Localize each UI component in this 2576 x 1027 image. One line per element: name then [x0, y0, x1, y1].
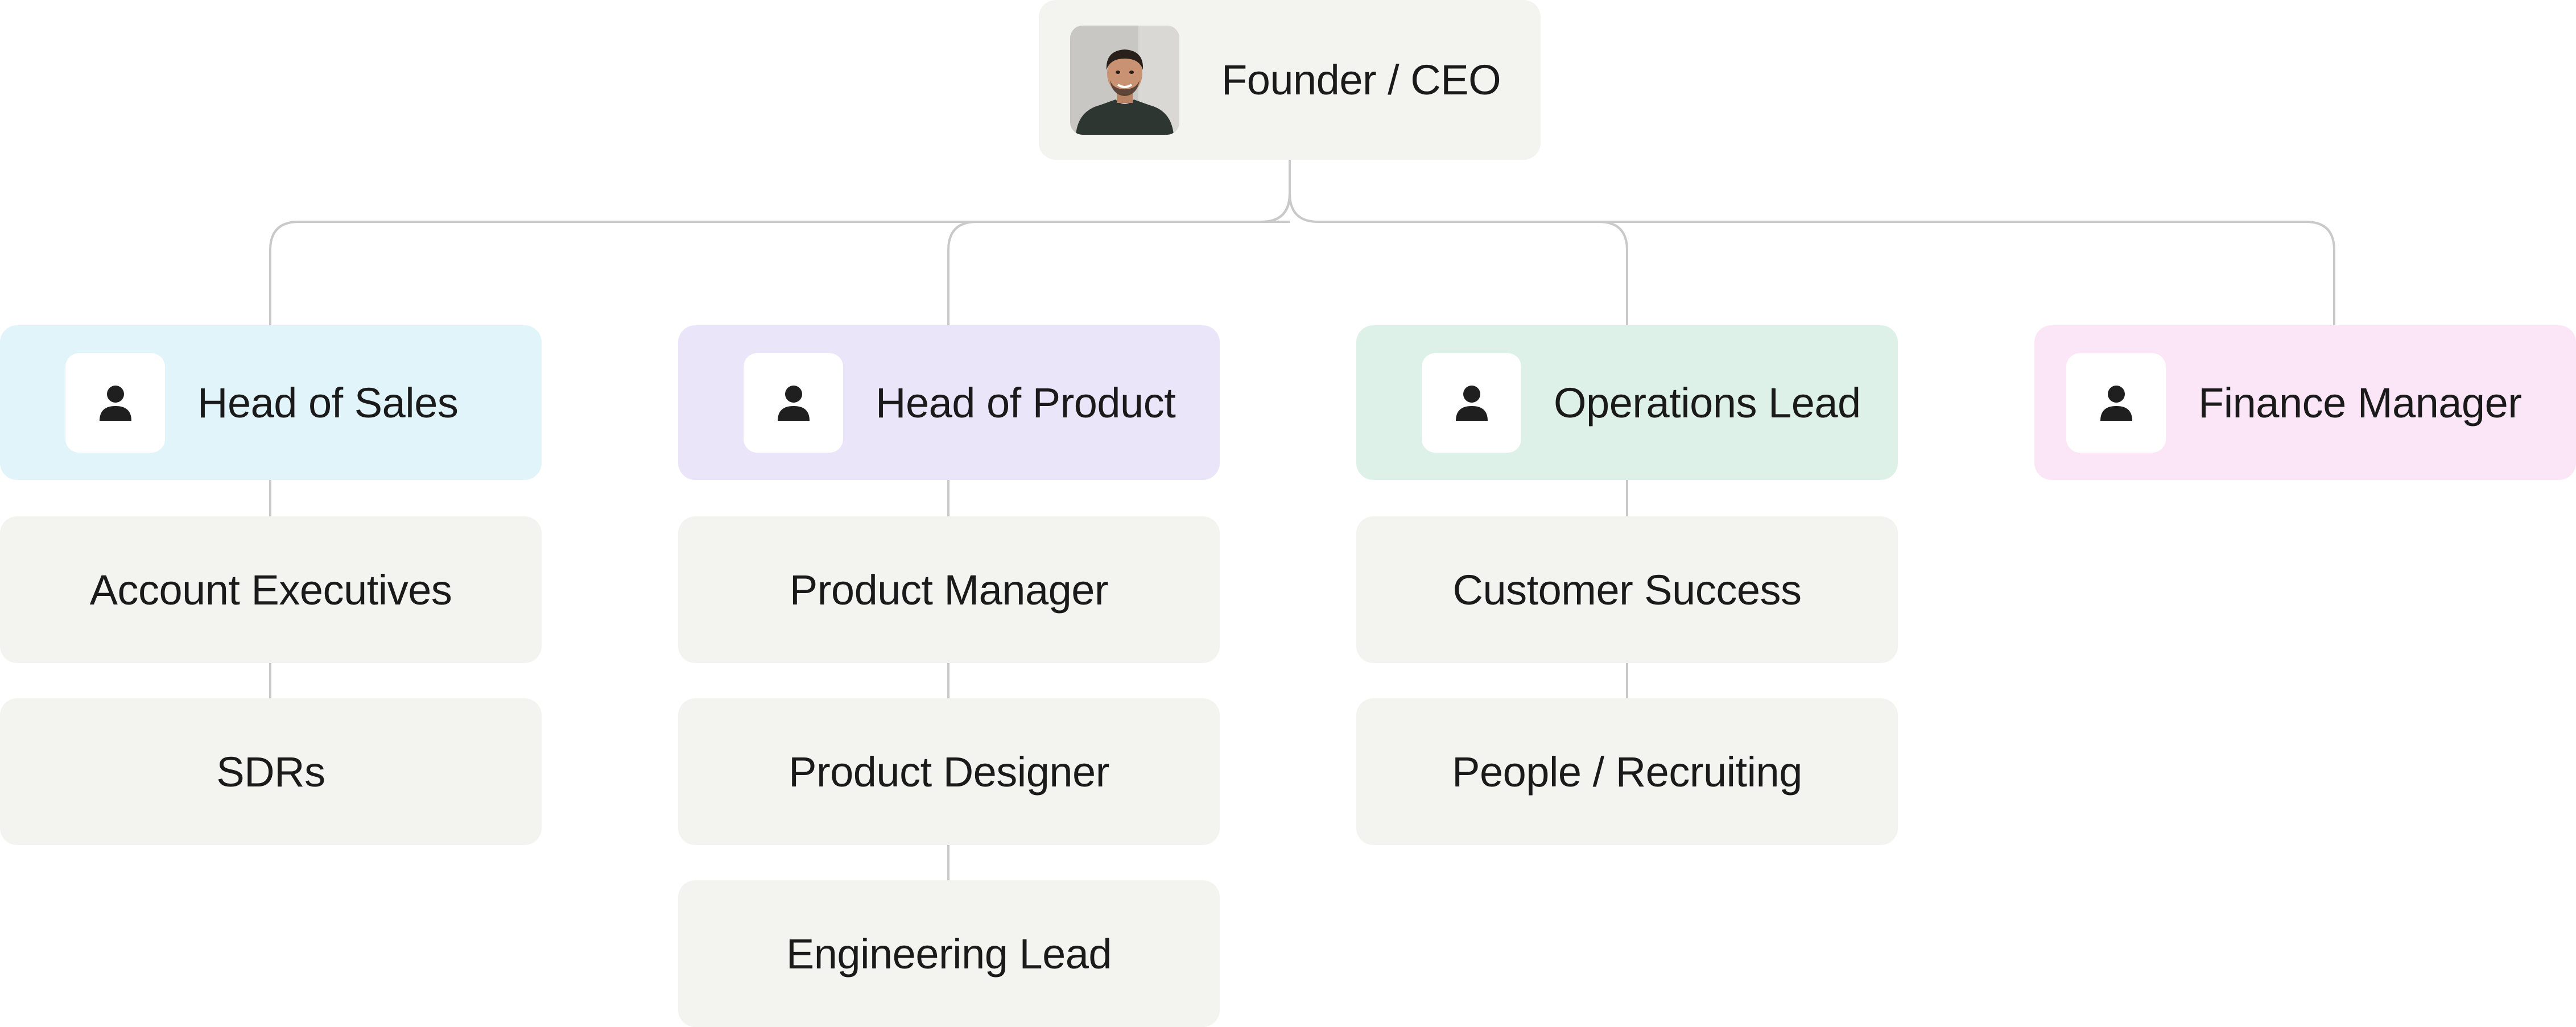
report-node-product-designer[interactable]: Product Designer: [678, 698, 1220, 845]
person-icon-tile: [744, 353, 843, 453]
person-icon-tile: [65, 353, 165, 453]
person-icon: [777, 386, 810, 421]
report-node-people-recruiting[interactable]: People / Recruiting: [1356, 698, 1898, 845]
report-node-product-manager[interactable]: Product Manager: [678, 516, 1220, 663]
root-title: Founder / CEO: [1221, 56, 1501, 103]
person-icon: [2100, 386, 2132, 421]
report-title: People / Recruiting: [1452, 748, 1802, 796]
report-title: Engineering Lead: [786, 930, 1112, 978]
report-title: SDRs: [216, 748, 325, 796]
person-icon: [99, 386, 131, 421]
connector-root-to-product: [947, 160, 1291, 325]
connector-root-to-sales: [269, 221, 1261, 325]
report-node-engineering-lead[interactable]: Engineering Lead: [678, 880, 1220, 1027]
department-head-operations[interactable]: Operations Lead: [1356, 325, 1898, 480]
department-head-sales[interactable]: Head of Sales: [0, 325, 542, 480]
report-node-account-executives[interactable]: Account Executives: [0, 516, 542, 663]
connector-root-to-finance: [1318, 221, 2335, 325]
report-title: Customer Success: [1452, 566, 1802, 614]
report-title: Account Executives: [89, 566, 452, 614]
person-photo-icon: [1070, 25, 1179, 135]
person-icon: [1455, 386, 1488, 421]
department-head-title: Head of Product: [876, 379, 1176, 426]
department-head-title: Operations Lead: [1554, 379, 1861, 426]
connector-root-to-operations: [1289, 160, 1628, 325]
department-head-product[interactable]: Head of Product: [678, 325, 1220, 480]
report-node-customer-success[interactable]: Customer Success: [1356, 516, 1898, 663]
report-title: Product Manager: [789, 566, 1109, 614]
department-head-title: Finance Manager: [2198, 379, 2522, 426]
root-node-founder[interactable]: Founder / CEO: [1039, 0, 1541, 160]
department-head-finance[interactable]: Finance Manager: [2034, 325, 2576, 480]
department-head-title: Head of Sales: [197, 379, 459, 426]
report-node-sdrs[interactable]: SDRs: [0, 698, 542, 845]
person-icon-tile: [2066, 353, 2166, 453]
report-title: Product Designer: [789, 748, 1109, 796]
person-icon-tile: [1422, 353, 1521, 453]
